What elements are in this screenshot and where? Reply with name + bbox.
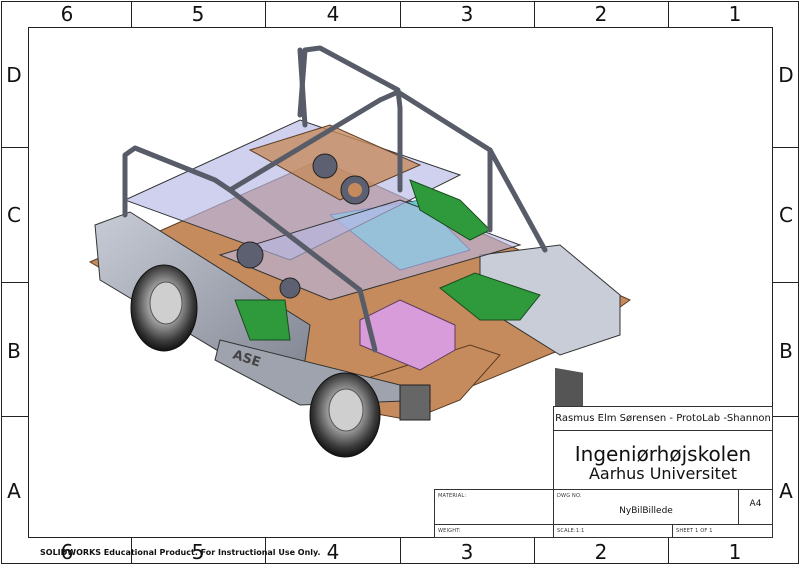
zone-row-left-a: A <box>7 479 21 503</box>
scale-cell: SCALE:1:1 <box>553 524 673 538</box>
zone-row-right-c: C <box>779 203 793 227</box>
front-wheel-left-hub <box>149 281 183 325</box>
gear-2 <box>312 153 338 179</box>
dwg-no-cell: DWG NO. NyBilBillede <box>553 489 739 525</box>
zone-tick <box>773 147 799 148</box>
zone-row-right-d: D <box>778 63 794 87</box>
zone-row-left-c: C <box>7 203 21 227</box>
zone-col-bottom-2: 2 <box>594 540 608 564</box>
sheet-inner-border <box>28 27 773 538</box>
zone-col-bottom-5: 5 <box>191 540 205 564</box>
zone-col-bottom-6: 6 <box>60 540 74 564</box>
zone-row-left-d: D <box>6 63 22 87</box>
zone-row-right-a: A <box>779 479 793 503</box>
zone-tick <box>265 1 266 27</box>
dwg-no-value: NyBilBillede <box>619 506 673 516</box>
weight-cell: WEIGHT: <box>434 524 554 538</box>
zone-col-top-6: 6 <box>60 2 74 26</box>
zone-col-top-1: 1 <box>728 2 742 26</box>
edu-notice: SOLIDWORKS Educational Product. For Inst… <box>40 548 321 557</box>
material-cell: MATERIAL: <box>434 489 554 525</box>
school-name: Ingeniørhøjskolen <box>574 442 752 466</box>
zone-tick <box>1 147 28 148</box>
zone-col-bottom-3: 3 <box>460 540 474 564</box>
zone-col-bottom-1: 1 <box>728 540 742 564</box>
green-pcb-rear <box>439 272 541 321</box>
zone-tick <box>534 538 535 564</box>
scale-value: SCALE:1:1 <box>557 528 585 534</box>
zone-tick <box>773 416 799 417</box>
zone-tick <box>131 1 132 27</box>
gear-3 <box>236 241 264 269</box>
zone-col-top-2: 2 <box>594 2 608 26</box>
zone-col-bottom-4: 4 <box>326 540 340 564</box>
roll-cage <box>122 45 548 353</box>
zone-col-top-5: 5 <box>191 2 205 26</box>
author-cell: Rasmus Elm Sørensen - ProtoLab -Shannon <box>553 406 773 431</box>
university-name: Aarhus Universitet <box>588 464 738 483</box>
zone-tick <box>400 538 401 564</box>
front-heatsink <box>399 384 431 421</box>
dwg-no-label: DWG NO. <box>557 493 582 499</box>
zone-row-right-b: B <box>779 339 793 363</box>
pink-component-box <box>359 299 456 371</box>
author-line: Rasmus Elm Sørensen - ProtoLab -Shannon <box>555 413 771 424</box>
zone-tick <box>668 1 669 27</box>
school-cell: Ingeniørhøjskolen Aarhus Universitet <box>553 430 773 490</box>
sheet-value: SHEET 1 OF 1 <box>676 528 713 534</box>
zone-tick <box>400 1 401 27</box>
green-pcb-front <box>234 299 291 341</box>
zone-tick <box>668 538 669 564</box>
zone-col-top-4: 4 <box>326 2 340 26</box>
zone-tick <box>1 416 28 417</box>
front-wheel-right-hub <box>328 388 364 432</box>
weight-label: WEIGHT: <box>438 528 461 534</box>
rear-heatsink <box>555 367 583 413</box>
zone-col-top-3: 3 <box>460 2 474 26</box>
zone-tick <box>773 282 799 283</box>
green-pcb-middle <box>409 179 491 241</box>
zone-tick <box>265 538 266 564</box>
sheet-size: A4 <box>749 499 762 509</box>
size-cell: A4 <box>738 489 773 525</box>
gear-1-center <box>348 183 362 197</box>
sheet-cell: SHEET 1 OF 1 <box>672 524 773 538</box>
gear-4 <box>279 277 301 299</box>
zone-tick <box>1 282 28 283</box>
zone-row-left-b: B <box>7 339 21 363</box>
zone-tick <box>534 1 535 27</box>
material-label: MATERIAL: <box>438 493 467 499</box>
zone-tick <box>131 538 132 564</box>
